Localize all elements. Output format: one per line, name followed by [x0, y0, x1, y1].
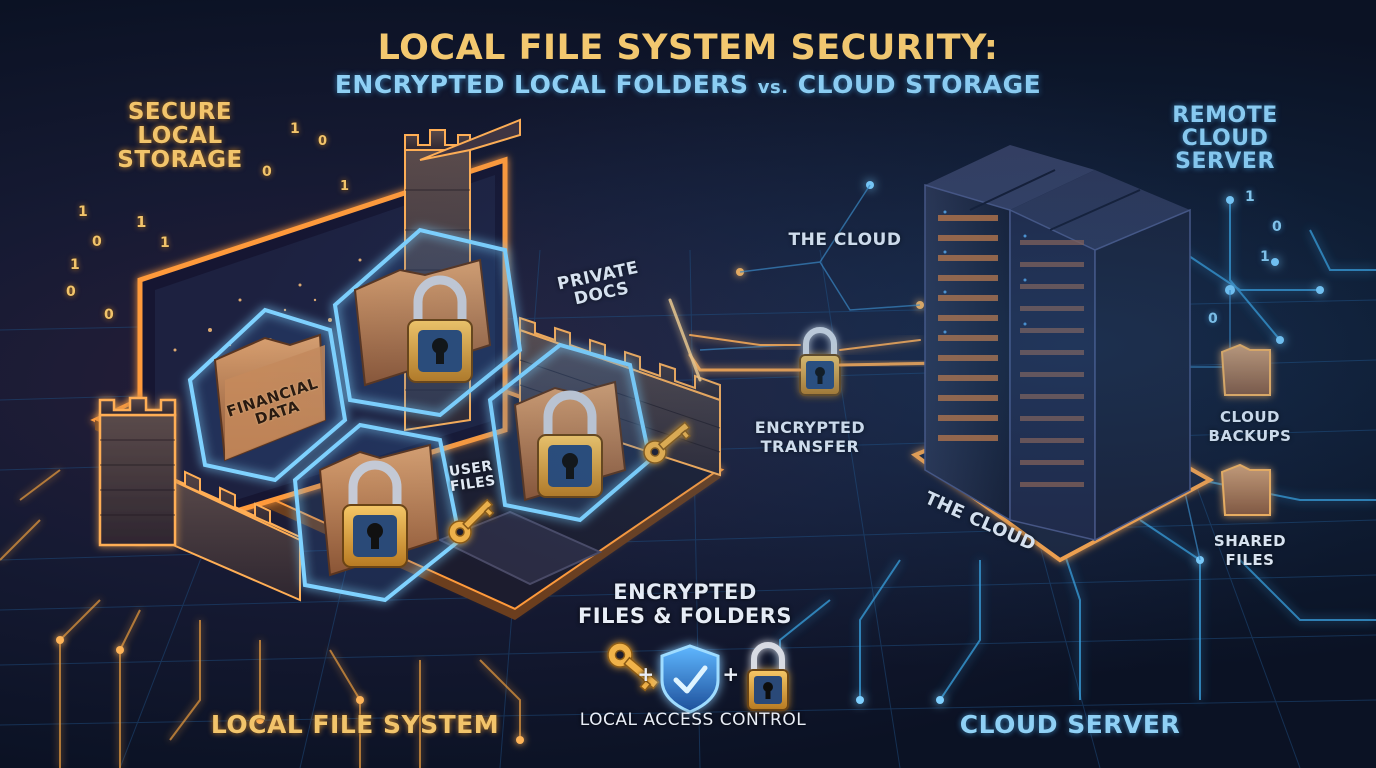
label-encrypted-files-folders: ENCRYPTED FILES & FOLDERS: [577, 580, 793, 629]
label-local-access-control: LOCAL ACCESS CONTROL: [579, 710, 807, 730]
shield-check-icon: [660, 644, 720, 714]
lock-icon: [342, 275, 841, 711]
label-secure-local-storage: SECURE LOCAL STORAGE: [117, 99, 243, 174]
key-icon: [448, 421, 691, 692]
label-the-cloud-top: THE CLOUD: [788, 230, 902, 250]
server-rack-icon: [924, 145, 1191, 542]
label-shared-files: SHARED FILES: [1213, 532, 1287, 569]
page-title: LOCAL FILE SYSTEM SECURITY:: [377, 28, 999, 68]
plus-sign: +: [637, 662, 655, 686]
label-local-file-system: LOCAL FILE SYSTEM: [210, 710, 500, 739]
subtitle-left: ENCRYPTED LOCAL FOLDERS: [334, 70, 749, 99]
label-cloud-server: CLOUD SERVER: [959, 710, 1181, 739]
subtitle-right: CLOUD STORAGE: [797, 70, 1042, 99]
page-subtitle: ENCRYPTED LOCAL FOLDERS vs. CLOUD STORAG…: [0, 70, 1376, 99]
plus-sign: +: [722, 662, 740, 686]
label-encrypted-transfer: ENCRYPTED TRANSFER: [754, 418, 866, 457]
label-remote-cloud-server: REMOTE CLOUD SERVER: [1172, 103, 1278, 175]
subtitle-vs: vs.: [757, 77, 789, 98]
castle-tower-icon: [98, 396, 177, 547]
label-cloud-backups: CLOUD BACKUPS: [1208, 408, 1292, 445]
